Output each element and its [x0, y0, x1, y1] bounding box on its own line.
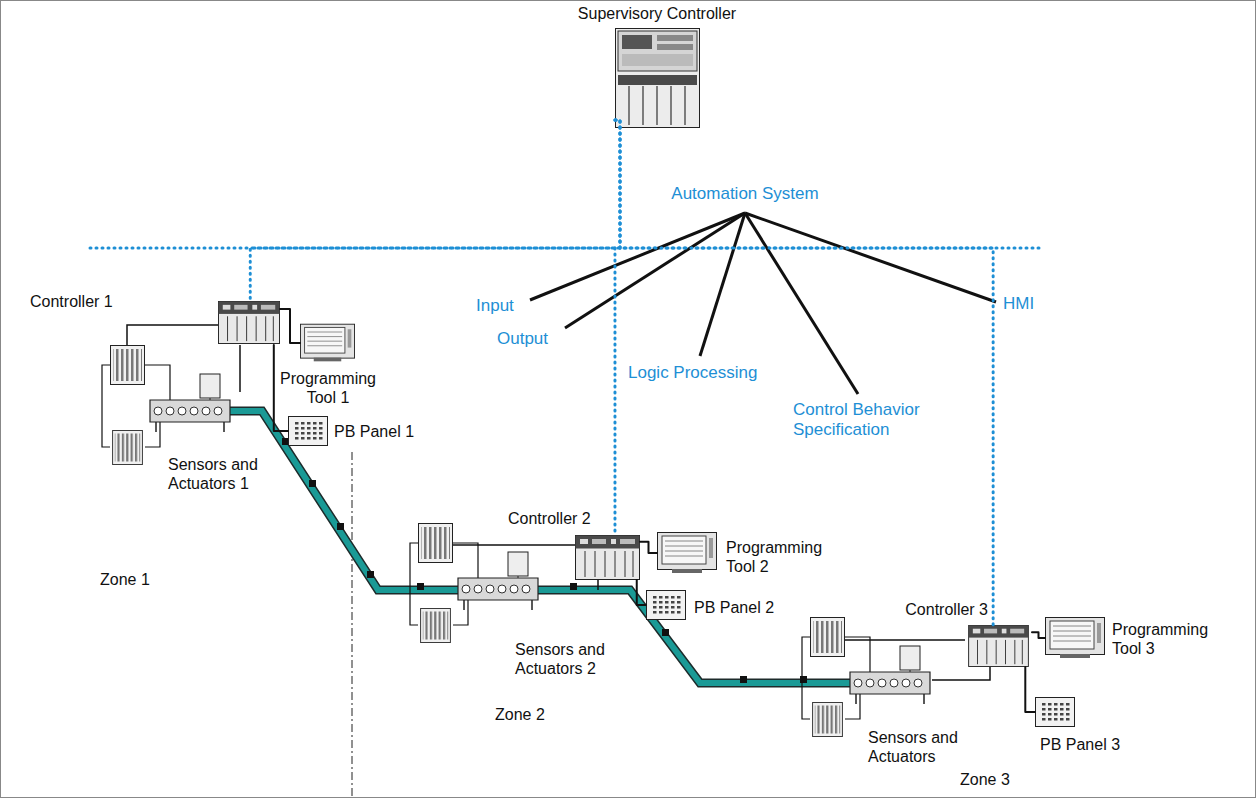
plc-rack — [218, 302, 279, 344]
station-1 — [102, 346, 230, 465]
field-wires — [127, 325, 990, 680]
device-box: Programming Tool 2 — [657, 532, 717, 574]
signal-wire — [1032, 632, 1045, 638]
device-label: Programming Tool 2 — [726, 538, 836, 576]
device-box: Supervisory Controller — [615, 28, 700, 128]
device-label: Controller 1 — [30, 292, 130, 311]
function-label: Control Behavior Specification — [793, 400, 943, 441]
device-label: Programming Tool 1 — [276, 369, 380, 407]
function-label: Automation System — [665, 184, 825, 204]
automation-fan-lines — [530, 213, 996, 394]
function-label: HMI — [1003, 294, 1053, 314]
plc-rack — [969, 625, 1029, 666]
device-label: PB Panel 3 — [1040, 735, 1130, 754]
signal-wire — [274, 345, 288, 431]
connector-line — [274, 345, 288, 431]
plc-rack — [576, 536, 640, 580]
device-box: Programming Tool 3 — [1045, 617, 1105, 659]
conveyor-line — [230, 411, 850, 683]
signal-wire — [637, 580, 646, 605]
signal-wire — [1025, 667, 1035, 712]
device-box: Controller 2 — [575, 535, 640, 580]
signal-wire — [280, 309, 300, 343]
area-label: Zone 3 — [960, 770, 1040, 789]
device-label: PB Panel 2 — [694, 598, 784, 617]
connector-line — [637, 580, 646, 605]
signal-wire — [640, 542, 657, 553]
programming-monitor — [1046, 618, 1105, 659]
device-box: Controller 3 — [965, 625, 1032, 667]
device-box: PB Panel 1 — [288, 416, 328, 446]
zone-divider — [352, 452, 353, 798]
connector-line — [250, 120, 620, 300]
pushbutton-panel — [647, 591, 686, 620]
connector-line — [615, 120, 993, 625]
conveyor-line-outline — [230, 411, 850, 683]
function-label: Input — [476, 296, 536, 316]
device-label: Controller 2 — [508, 509, 608, 528]
programming-monitor — [300, 324, 354, 361]
device-box: Controller 1 — [218, 300, 280, 345]
station-3 — [802, 618, 930, 737]
supervisory-rack — [616, 29, 700, 128]
network-link — [615, 120, 993, 625]
device-box: Programming Tool 1 — [300, 322, 355, 364]
programming-monitor — [658, 533, 717, 574]
station-2 — [410, 524, 538, 643]
device-label: Controller 3 — [888, 600, 988, 619]
function-label: Output — [497, 329, 567, 349]
area-label: Zone 2 — [495, 705, 575, 724]
connector-line — [1032, 632, 1045, 638]
function-label: Logic Processing — [628, 363, 778, 383]
connector-line — [280, 309, 300, 343]
pushbutton-panel — [289, 417, 328, 446]
pushbutton-panel — [1036, 698, 1075, 727]
area-label: Sensors and Actuators — [868, 728, 973, 766]
area-label: Sensors and Actuators 2 — [515, 640, 620, 678]
area-label: Sensors and Actuators 1 — [168, 455, 273, 493]
device-box: PB Panel 2 — [646, 590, 686, 620]
device-box: PB Panel 3 — [1035, 697, 1075, 727]
device-label: PB Panel 1 — [334, 422, 424, 441]
network-link — [250, 120, 620, 300]
connector-line — [640, 542, 657, 553]
area-label: Zone 1 — [100, 570, 180, 589]
device-label: Programming Tool 3 — [1112, 620, 1222, 658]
device-label: Supervisory Controller — [557, 4, 757, 23]
connector-line — [1025, 667, 1035, 712]
